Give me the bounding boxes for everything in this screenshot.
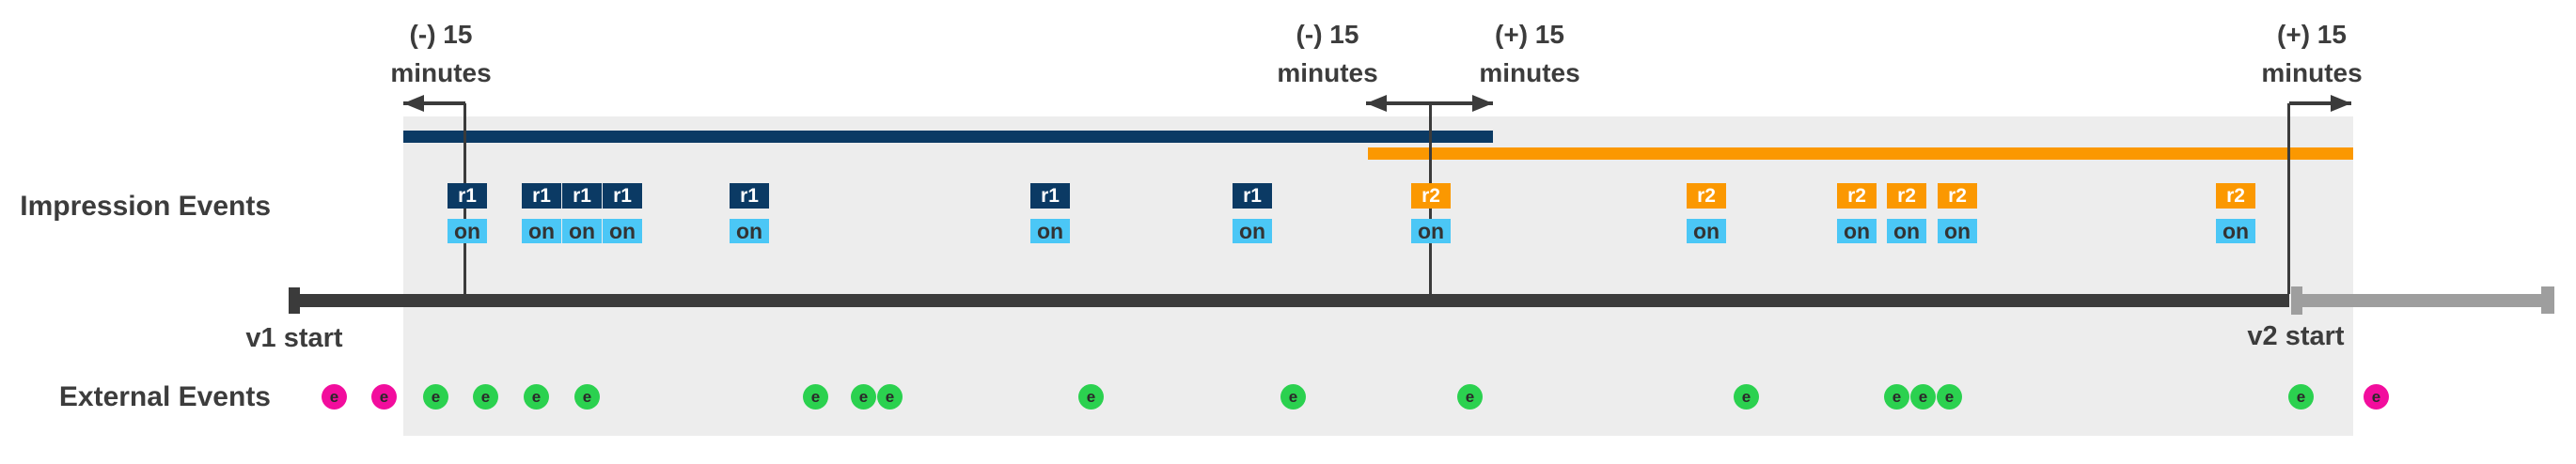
release-badge: r2 bbox=[1411, 183, 1451, 209]
external-event-dot: e bbox=[851, 384, 876, 410]
marker-arrow-line bbox=[1366, 101, 1493, 105]
v2-analysis-window bbox=[1368, 147, 2353, 160]
external-event-dot: e bbox=[803, 384, 828, 410]
offset-minutes-label: (+) 15 minutes bbox=[1479, 15, 1579, 92]
external-event-dot: e bbox=[322, 384, 347, 410]
on-badge: on bbox=[1030, 219, 1070, 243]
offset-unit-text: minutes bbox=[2261, 58, 2363, 87]
on-badge: on bbox=[730, 219, 769, 243]
impression-event: r1 on bbox=[1030, 183, 1070, 243]
marker-stem-line bbox=[2287, 103, 2290, 294]
offset-minutes-label: (-) 15 minutes bbox=[1277, 15, 1377, 92]
release-badge: r2 bbox=[1938, 183, 1977, 209]
on-badge: on bbox=[1233, 219, 1272, 243]
impression-event: r2 on bbox=[1687, 183, 1726, 243]
analysis-panel-background bbox=[403, 116, 2353, 436]
impression-event: r2 on bbox=[1837, 183, 1877, 243]
external-event-dot: e bbox=[1457, 384, 1483, 410]
on-badge: on bbox=[448, 219, 487, 243]
external-event-dot: e bbox=[1884, 384, 1909, 410]
impression-event: r2 on bbox=[2216, 183, 2255, 243]
external-event-dot: e bbox=[2364, 384, 2389, 410]
v1-timeline-bar bbox=[289, 294, 2289, 307]
offset-value-text: (+) 15 bbox=[2277, 20, 2347, 49]
v2-timeline-bar bbox=[2291, 294, 2554, 307]
marker-arrow-line bbox=[2289, 101, 2351, 105]
impression-event: r1 on bbox=[1233, 183, 1272, 243]
release-badge: r1 bbox=[562, 183, 602, 209]
marker-arrow-line bbox=[403, 101, 465, 105]
impression-event: r1 on bbox=[562, 183, 602, 243]
external-event-dot: e bbox=[473, 384, 498, 410]
v2-timeline-end-tick bbox=[2541, 286, 2554, 314]
offset-unit-text: minutes bbox=[1277, 58, 1378, 87]
arrow-head-left-icon bbox=[403, 95, 424, 112]
release-badge: r1 bbox=[1030, 183, 1070, 209]
on-badge: on bbox=[1887, 219, 1926, 243]
offset-unit-text: minutes bbox=[1479, 58, 1580, 87]
external-event-dot: e bbox=[574, 384, 600, 410]
on-badge: on bbox=[603, 219, 642, 243]
release-badge: r2 bbox=[1687, 183, 1726, 209]
external-event-dot: e bbox=[1937, 384, 1962, 410]
on-badge: on bbox=[522, 219, 561, 243]
external-event-dot: e bbox=[423, 384, 448, 410]
offset-value-text: (-) 15 bbox=[409, 20, 473, 49]
impression-event: r1 on bbox=[730, 183, 769, 243]
release-badge: r1 bbox=[1233, 183, 1272, 209]
external-event-dot: e bbox=[2288, 384, 2314, 410]
on-badge: on bbox=[2216, 219, 2255, 243]
on-badge: on bbox=[562, 219, 602, 243]
impression-event: r2 on bbox=[1938, 183, 1977, 243]
release-badge: r2 bbox=[1837, 183, 1877, 209]
impression-event: r2 on bbox=[1887, 183, 1926, 243]
release-badge: r1 bbox=[448, 183, 487, 209]
impression-event: r1 on bbox=[448, 183, 487, 243]
impression-event: r1 on bbox=[603, 183, 642, 243]
external-event-dot: e bbox=[524, 384, 549, 410]
v2-start-label: v2 start bbox=[2247, 321, 2345, 351]
impression-event: r1 on bbox=[522, 183, 561, 243]
impression-events-row-label: Impression Events bbox=[20, 191, 271, 222]
offset-minutes-label: (+) 15 minutes bbox=[2261, 15, 2362, 92]
release-badge: r2 bbox=[2216, 183, 2255, 209]
external-event-dot: e bbox=[1910, 384, 1936, 410]
v1-analysis-window bbox=[403, 131, 1493, 143]
external-event-dot: e bbox=[1078, 384, 1104, 410]
arrow-head-left-icon bbox=[1366, 95, 1387, 112]
external-event-dot: e bbox=[1734, 384, 1759, 410]
external-event-dot: e bbox=[877, 384, 903, 410]
offset-minutes-label: (-) 15 minutes bbox=[390, 15, 491, 92]
release-badge: r1 bbox=[730, 183, 769, 209]
offset-value-text: (-) 15 bbox=[1296, 20, 1359, 49]
on-badge: on bbox=[1938, 219, 1977, 243]
external-event-dot: e bbox=[371, 384, 397, 410]
arrow-head-right-icon bbox=[1472, 95, 1493, 112]
offset-value-text: (+) 15 bbox=[1495, 20, 1564, 49]
release-badge: r1 bbox=[522, 183, 561, 209]
offset-unit-text: minutes bbox=[390, 58, 492, 87]
on-badge: on bbox=[1837, 219, 1877, 243]
on-badge: on bbox=[1411, 219, 1451, 243]
impression-event: r2 on bbox=[1411, 183, 1451, 243]
external-events-row-label: External Events bbox=[58, 381, 271, 412]
on-badge: on bbox=[1687, 219, 1726, 243]
release-badge: r2 bbox=[1887, 183, 1926, 209]
external-event-dot: e bbox=[1280, 384, 1306, 410]
arrow-head-right-icon bbox=[2331, 95, 2351, 112]
v1-start-label: v1 start bbox=[245, 323, 343, 353]
release-badge: r1 bbox=[603, 183, 642, 209]
